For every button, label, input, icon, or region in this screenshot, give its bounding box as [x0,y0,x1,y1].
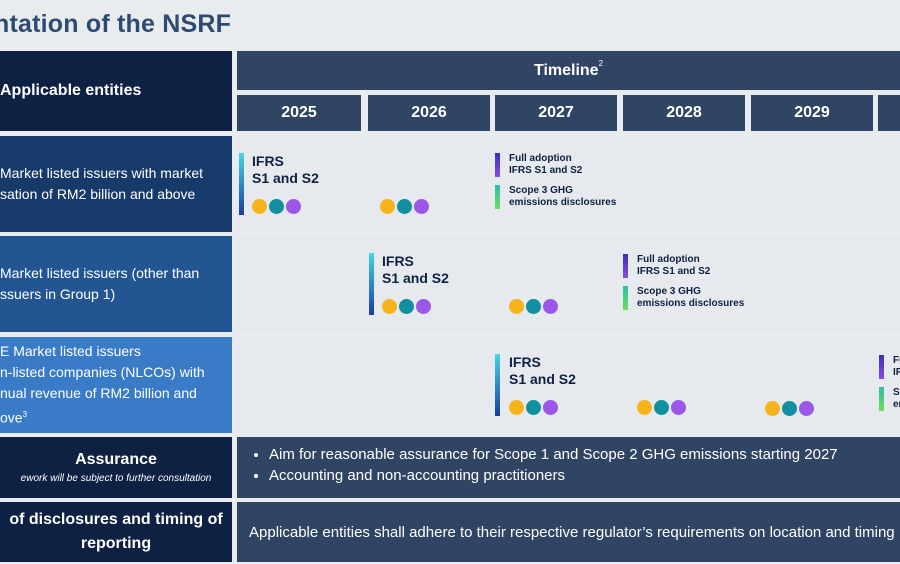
full-adoption-milestone: Full adoption IFRS S1 and S2 [509,153,583,176]
teal-dot [654,400,669,415]
purple-dot [543,400,558,415]
assurance-content: Aim for reasonable assurance for Scope 1… [237,437,900,498]
milestone-dots [509,299,558,314]
milestone-dots [509,400,558,415]
teal-dot [399,299,414,314]
scope3-milestone: Scope 3 GHG emissions disclosures [509,185,617,208]
timeline-note: 2 [598,59,604,68]
teal-dot [782,401,797,416]
full-adoption-milestone: Fu IF [893,355,900,378]
purple-dot [799,401,814,416]
applicable-entities-label: Applicable entities [0,82,142,99]
scope3-milestone: Scope 3 GHG emissions disclosures [637,286,745,309]
assurance-label: Assurance ework will be subject to furth… [0,437,232,498]
full-adoption-marker-bar [623,254,628,278]
teal-dot [269,199,284,214]
yellow-dot [382,299,397,314]
milestone-dots [252,199,301,214]
timeline-label: Timeline [533,61,599,79]
year-header-2028: 2028 [623,95,745,131]
milestone-dots [380,199,429,214]
ifrs-marker-bar [239,153,244,215]
group-1-label: Market listed issuers with market sation… [0,136,232,232]
group-2-timeline [237,236,900,332]
group-3-label: E Market listed issuers n-listed compani… [0,337,232,433]
purple-dot [286,199,301,214]
purple-dot [416,299,431,314]
disclosures-title: of disclosures and timing of reporting [9,511,223,552]
purple-dot [671,400,686,415]
assurance-title: Assurance [75,451,157,468]
disclosures-content: Applicable entities shall adhere to thei… [237,502,900,562]
teal-dot [526,299,541,314]
yellow-dot [252,199,267,214]
yellow-dot [509,299,524,314]
scope3-milestone: Sc em [893,387,900,410]
year-header-2027: 2027 [495,95,617,131]
yellow-dot [765,401,780,416]
milestone-dots [765,401,814,416]
group-1-text: Market listed issuers with market sation… [0,165,204,202]
applicable-entities-header: Applicable entities [0,51,232,131]
scope3-marker-bar [623,286,628,310]
purple-dot [543,299,558,314]
full-adoption-marker-bar [495,153,500,177]
milestone-dots [382,299,431,314]
group-2-label: Market listed issuers (other than ssuers… [0,236,232,332]
milestone-dots [637,400,686,415]
full-adoption-milestone: Full adoption IFRS S1 and S2 [637,254,711,277]
teal-dot [526,400,541,415]
assurance-bullets: Aim for reasonable assurance for Scope 1… [237,444,900,486]
purple-dot [414,199,429,214]
disclosures-label: of disclosures and timing of reporting [0,502,232,562]
yellow-dot [380,199,395,214]
yellow-dot [509,400,524,415]
year-header-2029: 2029 [751,95,873,131]
scope3-marker-bar [495,185,500,209]
ifrs-marker-bar [369,253,374,315]
assurance-bullet: Accounting and non-accounting practition… [269,465,900,486]
group-2-text: Market listed issuers (other than ssuers… [0,265,200,302]
page-title: ntation of the NSRF [0,10,232,38]
assurance-bullet: Aim for reasonable assurance for Scope 1… [269,444,900,465]
disclosures-text: Applicable entities shall adhere to thei… [249,523,895,541]
year-header-2026: 2026 [368,95,490,131]
group-3-text: E Market listed issuers n-listed compani… [0,343,205,426]
year-header-2025: 2025 [237,95,361,131]
ifrs-marker-bar [495,354,500,416]
group-3-timeline [237,337,900,433]
ifrs-milestone: IFRS S1 and S2 [382,253,449,286]
year-header-next [878,95,900,131]
yellow-dot [637,400,652,415]
ifrs-milestone: IFRS S1 and S2 [509,354,576,387]
scope3-marker-bar [879,387,884,411]
ifrs-milestone: IFRS S1 and S2 [252,153,319,186]
group-1-timeline [237,136,900,232]
full-adoption-marker-bar [879,355,884,379]
assurance-subtitle: ework will be subject to further consult… [20,473,212,484]
teal-dot [397,199,412,214]
